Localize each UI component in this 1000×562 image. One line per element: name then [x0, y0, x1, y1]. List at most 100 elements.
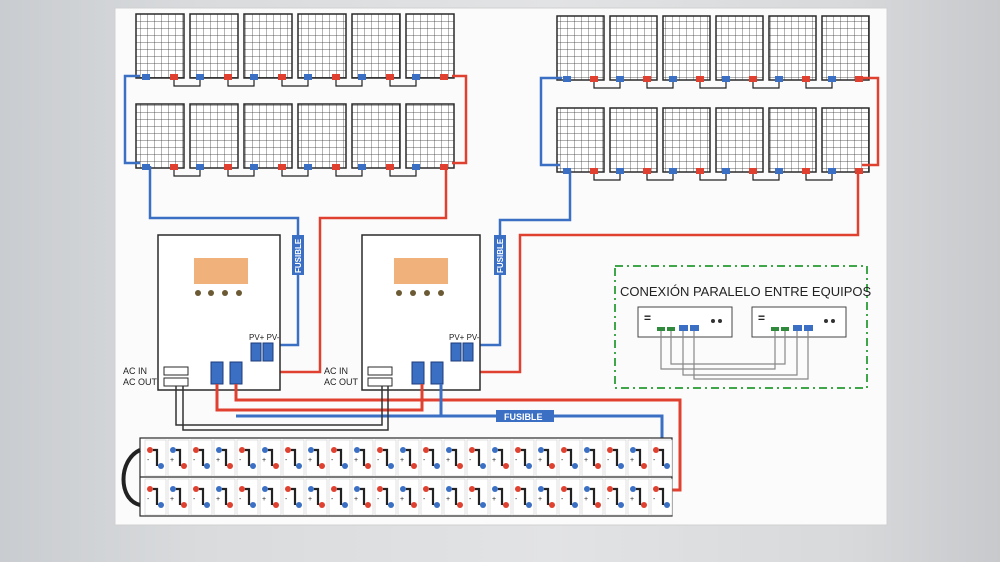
battery-cell: - [466, 439, 489, 477]
inverter-2-dc-terminal [411, 361, 425, 385]
svg-text:-: - [515, 496, 518, 503]
battery-cell: - [236, 478, 259, 516]
panel-positive-terminal [590, 168, 598, 174]
fuse-pv-2: FUSIBLE [494, 235, 506, 275]
inverter-2-pv-minus-terminal [462, 342, 474, 362]
fuse-pv-1: FUSIBLE [292, 235, 304, 275]
svg-text:+: + [354, 457, 358, 464]
solar-array-right-top [556, 15, 870, 89]
svg-text:-: - [285, 457, 288, 464]
left-bottom-panel [189, 103, 239, 170]
battery-bank: -+-+-+-+-+-+-+-+-+-+-+--+-+-+-+-+-+-+-+-… [139, 437, 673, 517]
panel-positive-terminal [278, 164, 286, 170]
inverter-1-buttons [195, 290, 242, 296]
battery-cell: + [489, 478, 512, 516]
panel-positive-terminal [224, 74, 232, 80]
battery-cell: + [259, 439, 282, 477]
panel-negative-terminal [196, 74, 204, 80]
battery-cell: + [397, 478, 420, 516]
svg-text:+: + [308, 457, 312, 464]
svg-text:+: + [400, 496, 404, 503]
panel-negative-terminal [669, 168, 677, 174]
battery-cell: - [604, 439, 627, 477]
inverter-1-dc-terminal-2 [229, 361, 243, 385]
panel-positive-terminal [749, 76, 757, 82]
panel-series-link [227, 80, 255, 87]
panel-positive-terminal [386, 164, 394, 170]
panel-negative-terminal [250, 74, 258, 80]
inverter-2-pv-label: PV+ PV- [449, 333, 480, 342]
right-bottom-panel [609, 107, 658, 174]
inverter-1-dc-terminal [210, 361, 224, 385]
battery-cell: - [558, 478, 581, 516]
svg-text:+: + [170, 496, 174, 503]
battery-cell: - [512, 478, 535, 516]
panel-negative-terminal [358, 164, 366, 170]
left-bottom-panel [405, 103, 455, 170]
panel-positive-terminal [802, 168, 810, 174]
svg-text:-: - [469, 457, 472, 464]
panel-negative-terminal [142, 74, 150, 80]
ac-wiring [175, 386, 389, 431]
battery-cell: + [397, 439, 420, 477]
svg-text:-: - [147, 457, 150, 464]
inverter-1-ac-in-terminal [163, 366, 189, 376]
svg-text:+: + [308, 496, 312, 503]
svg-text:-: - [561, 457, 564, 464]
svg-text:-: - [239, 496, 242, 503]
left-top-panel [405, 13, 455, 80]
battery-cell: - [420, 439, 443, 477]
panel-series-link [699, 82, 727, 89]
panel-series-link [646, 174, 674, 181]
panel-negative-terminal [669, 76, 677, 82]
panel-positive-terminal [332, 164, 340, 170]
left-bottom-panel [351, 103, 401, 170]
left-top-panel [351, 13, 401, 80]
battery-cell: - [282, 478, 305, 516]
battery-cell: + [305, 439, 328, 477]
battery-cell: - [236, 439, 259, 477]
panel-negative-terminal [775, 168, 783, 174]
panel-positive-terminal [170, 164, 178, 170]
panel-positive-terminal [749, 168, 757, 174]
svg-text:-: - [193, 496, 196, 503]
inverter-2 [361, 234, 481, 391]
fuse-main-label: FUSIBLE [504, 412, 543, 422]
battery-cell: - [558, 439, 581, 477]
panel-negative-terminal [828, 76, 836, 82]
panel-negative-terminal [616, 168, 624, 174]
panel-series-link [752, 174, 780, 181]
left-bottom-panel [135, 103, 185, 170]
left-top-panel [297, 13, 347, 80]
panel-series-link [593, 174, 621, 181]
svg-text:-: - [653, 457, 656, 464]
svg-text:+: + [584, 457, 588, 464]
solar-array-left-top [135, 13, 455, 87]
panel-series-link [335, 170, 363, 177]
parallel-unit-1-symbol: = [644, 311, 651, 325]
svg-text:-: - [147, 496, 150, 503]
panel-negative-terminal [412, 74, 420, 80]
svg-text:+: + [354, 496, 358, 503]
panel-positive-terminal [440, 164, 448, 170]
battery-cell: + [581, 478, 604, 516]
battery-cell: - [650, 478, 673, 516]
right-top-panel [768, 15, 817, 82]
parallel-link-wires [660, 331, 809, 380]
svg-text:-: - [469, 496, 472, 503]
panel-series-link [805, 82, 833, 89]
panel-negative-terminal [828, 168, 836, 174]
panel-negative-terminal [722, 168, 730, 174]
svg-text:+: + [400, 457, 404, 464]
fuse-pv-1-label: FUSIBLE [294, 238, 303, 273]
right-top-panel [821, 15, 870, 82]
parallel-unit-2: = [751, 306, 847, 338]
battery-cell: + [259, 478, 282, 516]
right-top-panel [715, 15, 764, 82]
battery-cell: + [627, 439, 650, 477]
parallel-title: CONEXIÓN PARALELO ENTRE EQUIPOS [620, 284, 871, 299]
inverter-1-pv-plus-terminal [250, 342, 262, 362]
svg-text:-: - [423, 457, 426, 464]
svg-text:+: + [492, 496, 496, 503]
panel-series-link [389, 170, 417, 177]
